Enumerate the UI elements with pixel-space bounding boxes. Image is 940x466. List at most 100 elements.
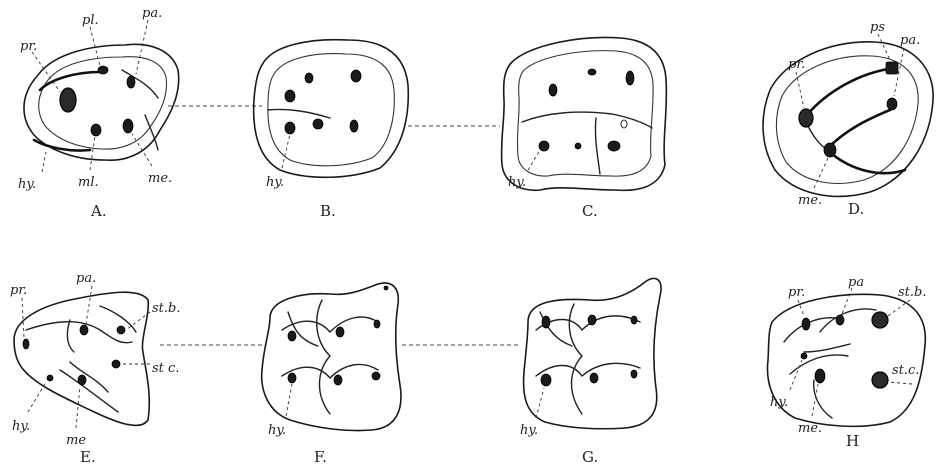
panel-e-label-hy: hy.	[12, 419, 30, 434]
panel-d-label-me: me.	[798, 193, 822, 208]
panel-h-label-pr: pr.	[788, 285, 805, 300]
panel-e-label-pa: pa.	[76, 271, 96, 286]
panel-h-cusp-stc	[872, 372, 888, 388]
panel-g-cusp	[541, 374, 551, 386]
panel-e-label-me: me	[66, 433, 86, 448]
panel-a-leader-ml	[90, 136, 95, 170]
panel-c-inner-outline	[517, 51, 653, 176]
panel-d-leader-ps	[878, 34, 890, 60]
panel-h-ridge	[804, 344, 850, 352]
panel-d: pr. ps pa. me. D.	[763, 20, 933, 218]
panel-e-caption: E.	[80, 448, 96, 466]
panel-e-leader-pa	[86, 286, 92, 324]
panel-g-cusp	[542, 316, 550, 328]
panel-e-ridge	[67, 320, 74, 352]
panel-e-leader-pr	[22, 298, 24, 338]
panel-a-cusp-pl	[98, 66, 108, 74]
panel-c-ridge	[595, 118, 600, 174]
panel-d-label-ps: ps	[870, 20, 885, 35]
panel-h-leader-stc	[888, 382, 912, 384]
panel-a-label-pl: pl.	[82, 13, 99, 28]
panel-e-cusp-stb	[117, 326, 125, 334]
panel-c-cusp	[588, 69, 596, 75]
panel-d-ridge	[832, 154, 905, 173]
panel-b-cusp	[313, 119, 323, 129]
panel-h-label-pa: pa	[848, 275, 864, 290]
panel-c-cusp	[608, 141, 620, 151]
panel-b-cusp	[305, 73, 313, 83]
panel-c-cusp	[575, 143, 581, 149]
panel-d-cusp-ps	[886, 62, 898, 74]
panel-g-cusp	[631, 316, 637, 324]
panel-f: hy. F.	[262, 283, 401, 466]
panel-e-cusp-pr	[23, 339, 29, 349]
panel-a-leader-me	[132, 134, 152, 166]
panel-e-ridge	[26, 322, 132, 343]
panel-f-cusp	[288, 331, 296, 341]
panel-g-outline	[524, 278, 662, 428]
panel-f-cusp	[336, 327, 344, 337]
panel-g-caption: G.	[582, 448, 598, 466]
panel-f-cusp	[372, 372, 380, 380]
panel-a-cusp-me	[123, 119, 133, 133]
panel-e-cusp-stc	[112, 360, 120, 368]
panel-a-label-pa: pa.	[142, 6, 162, 21]
panel-f-cusp	[334, 375, 342, 385]
panel-g-ridge	[536, 363, 640, 376]
panel-a-cusp-ml	[91, 124, 101, 136]
panel-e-leader-me	[76, 386, 80, 428]
panel-h-label-stc: st.c.	[892, 363, 919, 378]
panel-d-cusp-me	[824, 143, 836, 157]
panel-c-cusp	[539, 141, 549, 151]
panel-b-cusp	[285, 90, 295, 102]
panel-f-cusp	[384, 286, 388, 290]
panel-d-label-pa: pa.	[900, 33, 920, 48]
panel-d-cusp-pr	[799, 109, 813, 127]
panel-b-leader-hy	[282, 134, 290, 168]
panel-b-ridge	[268, 109, 330, 118]
panel-a-label-ml: ml.	[78, 175, 99, 190]
panel-g-cusp	[588, 315, 596, 325]
panel-a-cusp-pr	[60, 88, 76, 112]
panel-b-cusp	[285, 122, 295, 134]
panel-a: pr. pl. pa. hy. ml. me. A.	[18, 6, 179, 220]
panel-a-label-pr: pr.	[20, 39, 37, 54]
panel-h-leader-hy	[790, 360, 802, 390]
panel-h-cusp-pa	[836, 315, 844, 325]
panel-c: hy. C.	[502, 37, 667, 220]
panel-e: pr. pa. st.b. st c. hy. me E.	[10, 271, 180, 466]
panel-e-outline	[14, 292, 149, 425]
panel-e-cusp-hy	[47, 375, 53, 381]
panel-b: hy. B.	[254, 40, 409, 220]
panel-c-leader-hy	[528, 150, 540, 170]
panel-h-ridge	[814, 380, 832, 418]
panel-g-label-hy: hy.	[520, 423, 538, 438]
panel-d-ridge	[828, 110, 890, 148]
panel-e-label-stb: st.b.	[152, 301, 180, 316]
panel-a-label-hy: hy.	[18, 177, 36, 192]
panel-d-caption: D.	[848, 200, 864, 218]
panel-e-cusp-me	[78, 375, 86, 385]
panel-d-leader-me	[814, 158, 828, 188]
panel-b-caption: B.	[320, 202, 336, 220]
panel-c-cusp	[549, 84, 557, 96]
panel-e-ridge	[70, 362, 108, 392]
panel-a-ridge	[40, 72, 100, 90]
panel-e-cusp-pa	[80, 325, 88, 335]
panel-f-leader-hy	[286, 384, 292, 416]
panel-e-label-pr: pr.	[10, 283, 27, 298]
panel-f-cusp	[288, 373, 296, 383]
panel-h-cusp-stb	[872, 312, 888, 328]
panel-b-cusp	[350, 120, 358, 132]
panel-h-caption: H	[846, 432, 859, 450]
panel-a-label-me: me.	[148, 171, 172, 186]
panel-b-label-hy: hy.	[266, 175, 284, 190]
panel-h-cusp-hy	[801, 353, 807, 359]
panel-h-label-hy: hy.	[770, 395, 788, 410]
panel-a-leader-pa	[136, 20, 148, 74]
panel-f-outline	[262, 283, 401, 431]
panel-h: pr. pa st.b. st.c. hy. me. H	[767, 275, 926, 450]
panel-d-ridge	[806, 68, 895, 116]
panel-g: hy. G.	[520, 278, 661, 466]
